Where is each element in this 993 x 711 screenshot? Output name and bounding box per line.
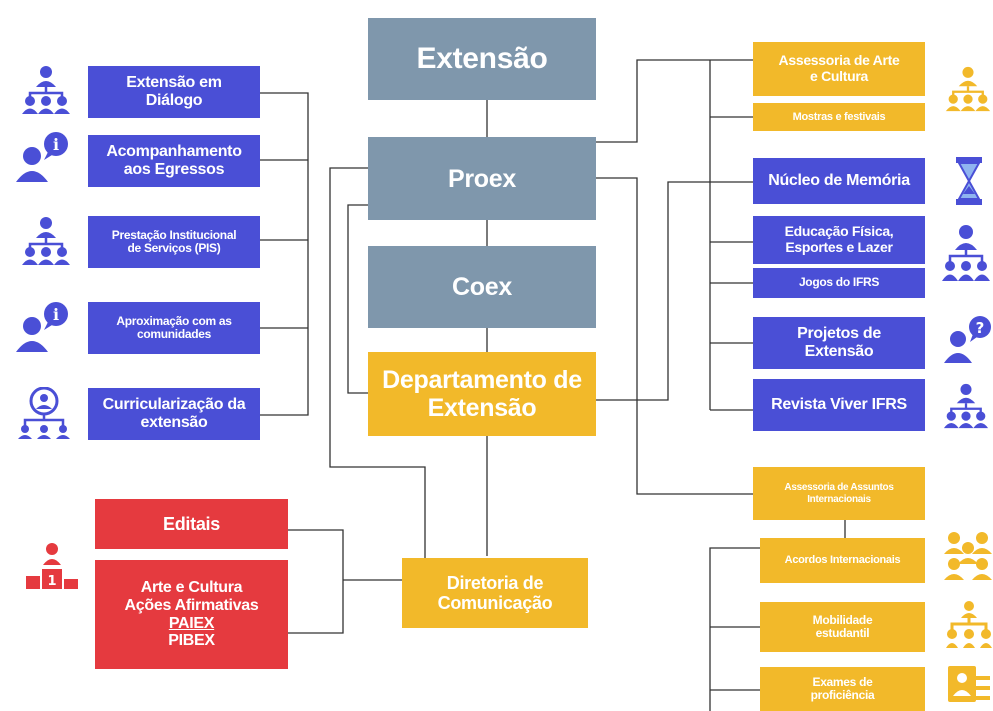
box-exames: Exames de proficiência [760, 667, 925, 711]
box-projetos: Projetos de Extensão [753, 317, 925, 369]
label-line: Exames de [812, 674, 873, 689]
box-diretoria-line1: Diretoria de [446, 572, 544, 593]
label-line: Assessoria de Arte [778, 52, 900, 69]
label-line: Diálogo [145, 92, 203, 109]
proex-departamento-link [347, 204, 368, 394]
label-line: Extensão em [126, 74, 222, 92]
label-line: Esportes e Lazer [785, 239, 893, 255]
label-line: Educação Física, [784, 223, 894, 240]
box-proex-label: Proex [448, 164, 516, 193]
network-people-icon [946, 601, 992, 648]
org-chart-person-icon [18, 387, 70, 439]
label-line: aos Egressos [123, 161, 225, 178]
label-line: Prestação Institucional [111, 227, 237, 242]
box-pis: Prestação Institucional de Serviços (PIS… [88, 216, 260, 268]
label-line: Mostras e festivais [792, 110, 886, 123]
hourglass-icon [956, 157, 982, 205]
group-people-icon [944, 532, 992, 580]
box-coex-label: Coex [452, 273, 512, 301]
box-extensao-label: Extensão [416, 42, 548, 76]
label-line: Assessoria de Assuntos [784, 482, 894, 494]
editais-bracket [288, 529, 344, 634]
label-line: e Cultura [810, 68, 868, 84]
box-departamento-line1: Departamento de [382, 366, 582, 394]
certificate-person-icon [948, 666, 990, 702]
team-hierarchy-icon [22, 217, 70, 265]
svg-text:i: i [53, 135, 59, 154]
label-line: Aproximação com as [116, 313, 232, 328]
box-arte-cultura: Assessoria de Arte e Cultura [753, 42, 925, 96]
person-question-icon: ? [944, 316, 991, 363]
label-line: Mobilidade [812, 612, 873, 627]
box-editais: Editais [95, 499, 288, 549]
box-acordos: Acordos Internacionais [760, 538, 925, 583]
box-egressos: Acompanhamento aos Egressos [88, 135, 260, 187]
label-line: Acordos Internacionais [784, 554, 901, 567]
box-mostras: Mostras e festivais [753, 103, 925, 131]
proex-diretoria-link [329, 167, 426, 558]
box-memoria: Núcleo de Memória [753, 158, 925, 204]
box-proex: Proex [368, 137, 596, 220]
box-coex: Coex [368, 246, 596, 328]
label-line: Projetos de [797, 325, 881, 343]
svg-text:i: i [53, 305, 59, 324]
box-diretoria-line2: Comunicação [437, 593, 553, 613]
label-line: de Serviços (PIS) [127, 241, 221, 255]
svg-text:?: ? [976, 319, 985, 337]
team-hierarchy-icon [22, 66, 70, 114]
editais-item: PIBEX [168, 632, 215, 650]
label-line: Núcleo de Memória [768, 172, 910, 190]
box-departamento-line2: Extensão [427, 394, 537, 422]
box-editais-label: Editais [163, 513, 220, 534]
label-line: Jogos do IFRS [798, 275, 880, 290]
box-revista: Revista Viver IFRS [753, 379, 925, 431]
label-line: comunidades [136, 327, 212, 341]
person-info-icon: i [16, 302, 68, 352]
box-extensao: Extensão [368, 18, 596, 100]
label-line: Curricularização da [102, 396, 246, 414]
label-line: proficiência [810, 688, 875, 702]
editais-item: PAIEX [168, 614, 215, 632]
label-line: Acompanhamento [106, 143, 242, 161]
team-hierarchy-icon [942, 225, 990, 281]
box-curricularizacao: Curricularização da extensão [88, 388, 260, 440]
label-line: extensão [140, 414, 208, 431]
proex-internacionais-link [596, 177, 753, 495]
box-departamento: Departamento de Extensão [368, 352, 596, 436]
box-comunidades: Aproximação com as comunidades [88, 302, 260, 354]
box-extensao-dialogo: Extensão em Diálogo [88, 66, 260, 118]
team-hierarchy-icon [945, 66, 991, 112]
box-mobilidade: Mobilidade estudantil [760, 602, 925, 652]
label-line: Internacionais [807, 493, 871, 505]
svg-text:1: 1 [47, 574, 56, 589]
departamento-memoria-link [596, 181, 753, 401]
box-internacionais: Assessoria de Assuntos Internacionais [753, 467, 925, 520]
box-educacao-fisica: Educação Física, Esportes e Lazer [753, 216, 925, 264]
label-line: Revista Viver IFRS [771, 396, 907, 414]
label-line: estudantil [815, 626, 870, 640]
team-hierarchy-icon [943, 383, 989, 429]
box-diretoria: Diretoria de Comunicação [402, 558, 588, 628]
label-line: Extensão [804, 343, 874, 360]
box-editais-list: Arte e Cultura Ações Afirmativas PAIEX P… [95, 560, 288, 669]
left-bracket [260, 92, 309, 416]
podium-icon: 1 [26, 543, 78, 589]
proex-arte-link [596, 59, 753, 143]
box-jogos: Jogos do IFRS [753, 268, 925, 298]
person-info-icon: i [16, 132, 68, 182]
editais-item: Ações Afirmativas [124, 596, 259, 614]
internacionais-bracket [709, 547, 760, 711]
editais-item: Arte e Cultura [140, 578, 243, 596]
